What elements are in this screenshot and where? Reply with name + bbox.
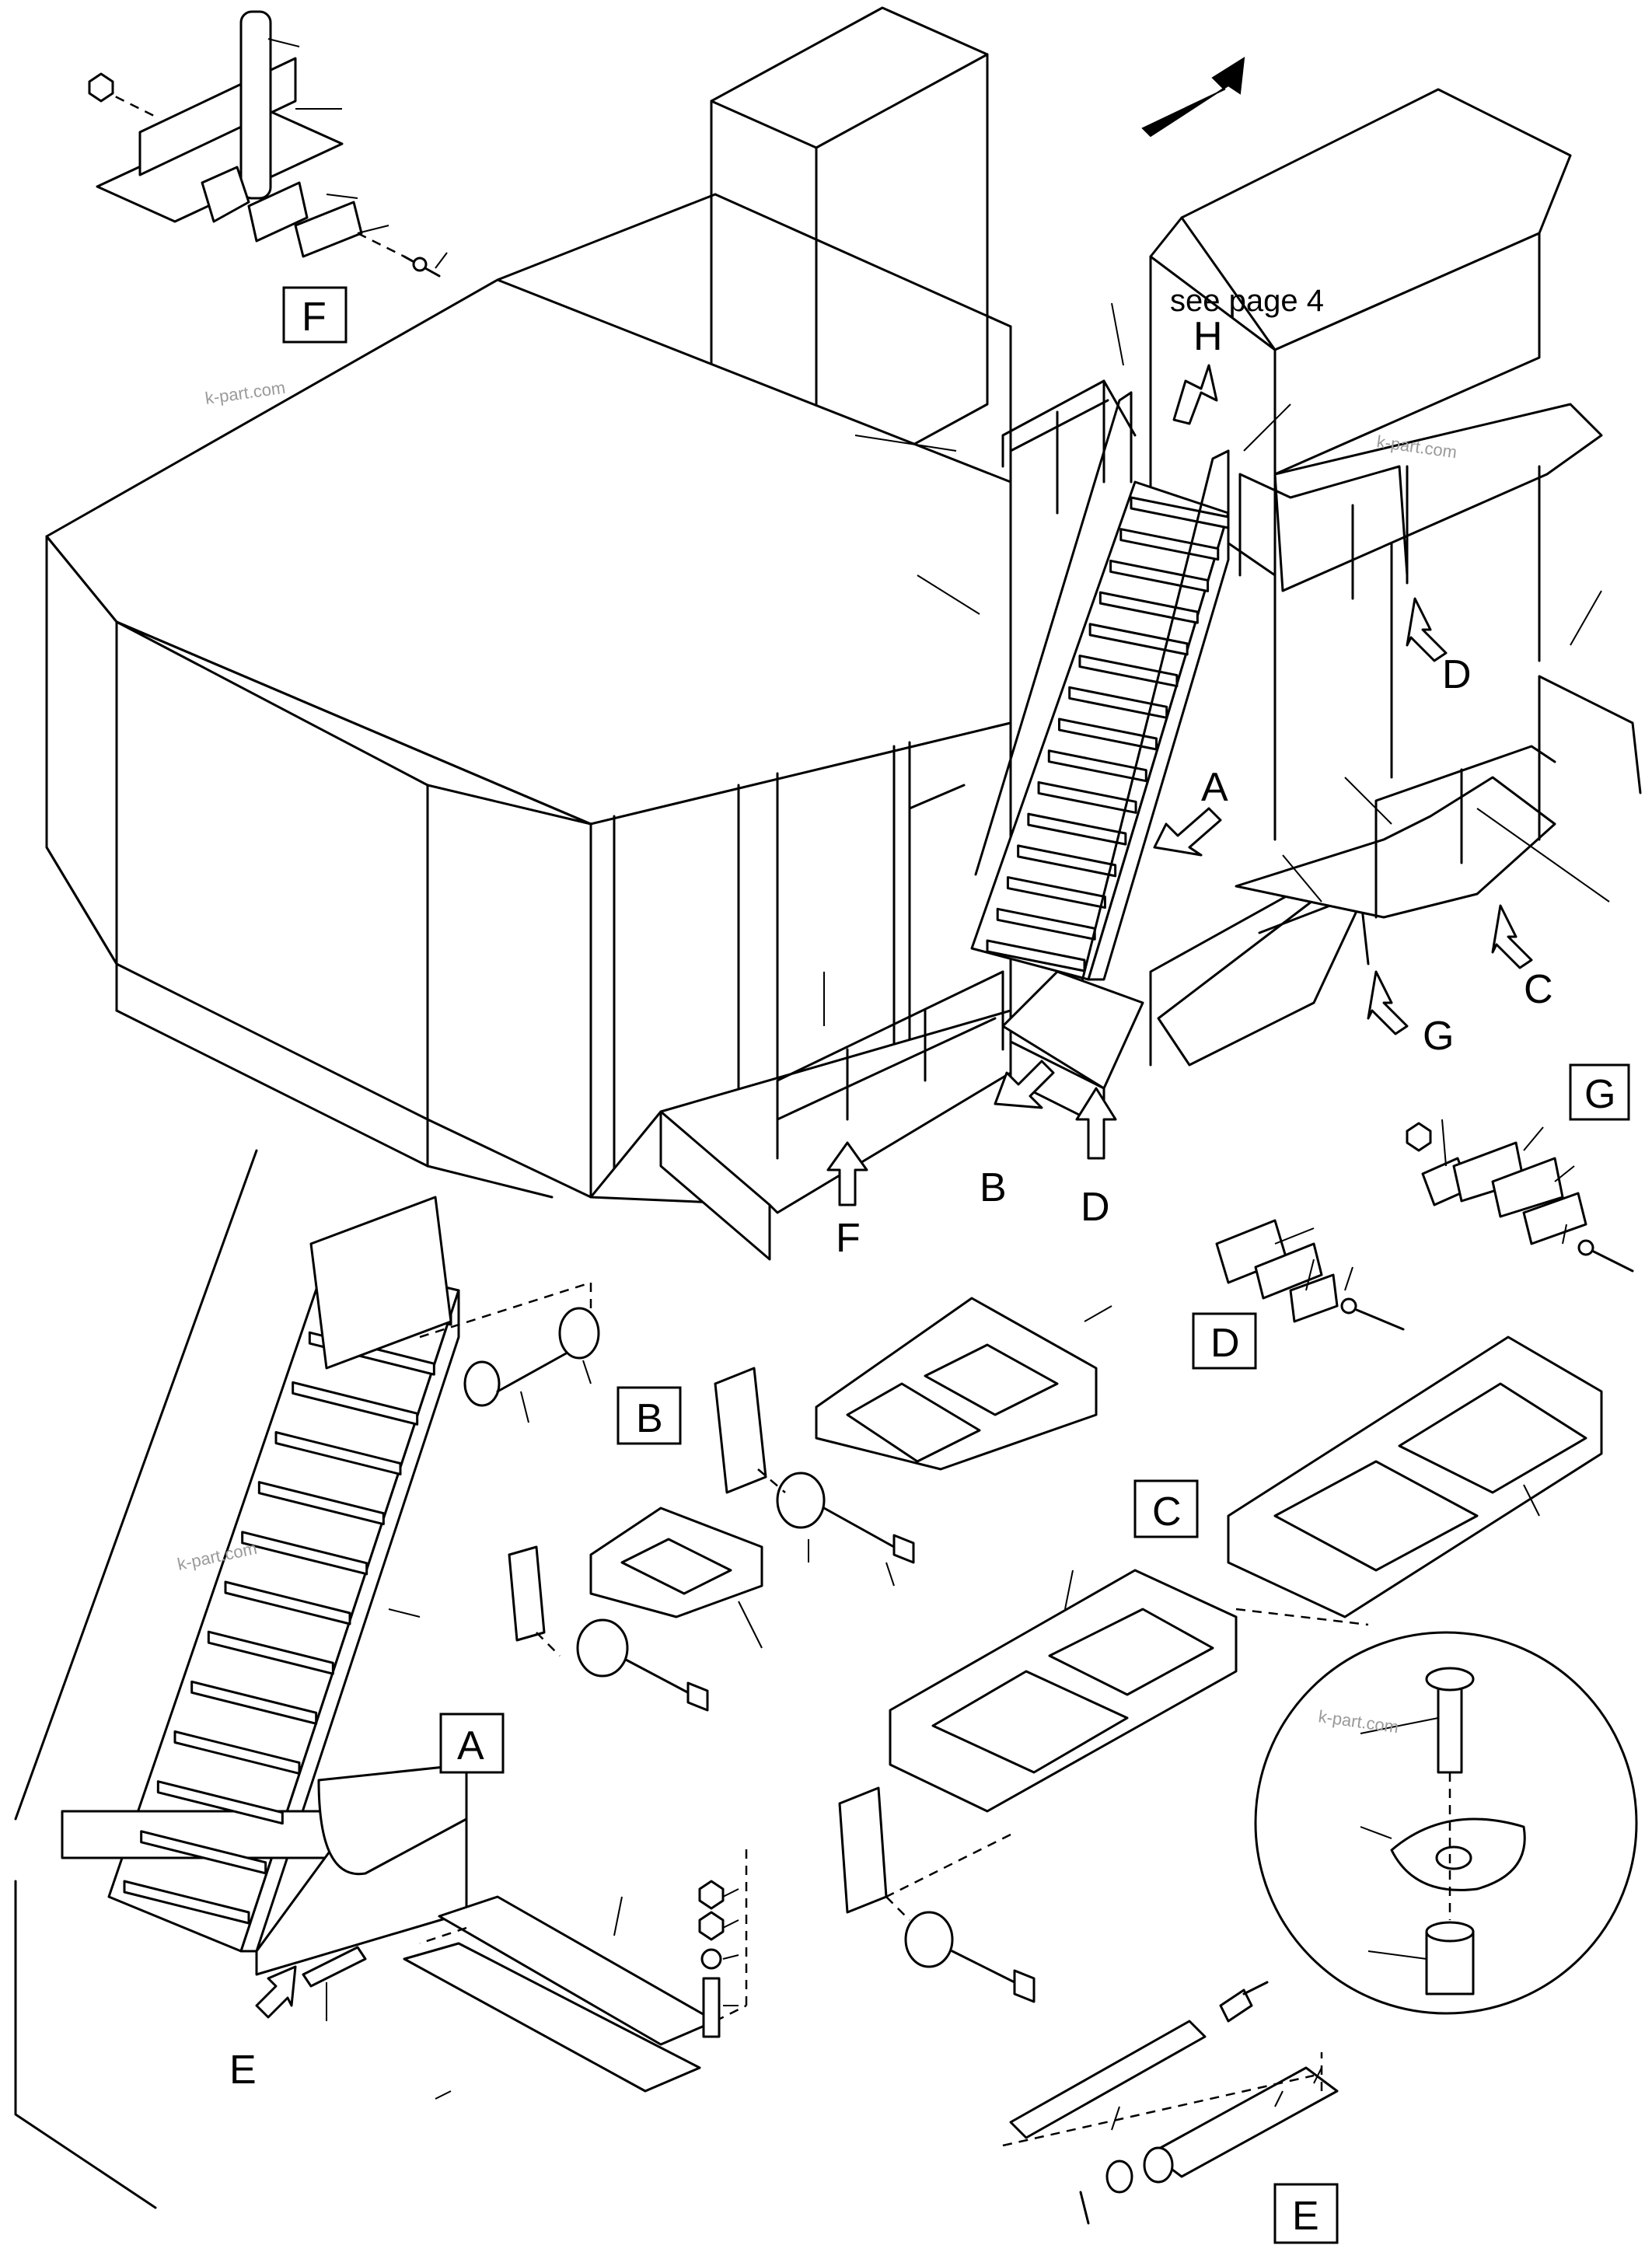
view-arrow-b-icon: [994, 1060, 1055, 1109]
detail-box-a: A: [439, 1713, 505, 1774]
view-arrow-f-icon: [826, 1141, 868, 1206]
view-arrow-e-icon: [255, 1965, 297, 2019]
view-label-d-lower: D: [1081, 1185, 1110, 1230]
stair-tread: [1088, 623, 1189, 656]
stair-tread: [292, 1381, 419, 1426]
stair-tread: [190, 1680, 318, 1725]
operator-cab: [1149, 88, 1603, 841]
floor-plates: [403, 1842, 748, 2100]
stair-tread: [173, 1730, 301, 1775]
stair-tread: [156, 1780, 284, 1825]
stair-tread: [274, 1431, 402, 1475]
stair-tread: [1027, 812, 1127, 846]
view-arrow-d-lower-icon: [1075, 1087, 1117, 1160]
detail-e-parts: [302, 1946, 1339, 2225]
detail-box-f: F: [282, 286, 348, 344]
leader-lines: [823, 302, 1610, 1026]
detail-b-parts: [508, 1297, 1112, 1712]
view-label-e: E: [229, 2048, 257, 2093]
machine-house: [45, 6, 1012, 1261]
stair-tread: [140, 1830, 267, 1875]
view-label-c: C: [1524, 967, 1553, 1012]
circle-detail-inset: [1254, 1631, 1638, 2015]
stair-tread: [1078, 655, 1179, 688]
stair-tread: [1017, 844, 1117, 878]
view-label-d-upper: D: [1442, 652, 1472, 697]
view-label-g: G: [1423, 1014, 1454, 1059]
svg-text:B: B: [636, 1396, 663, 1441]
view-arrow-h-icon: [1172, 364, 1218, 425]
stair-tread: [1037, 780, 1137, 814]
lower-platforms: [776, 675, 1642, 1160]
svg-text:E: E: [1292, 2194, 1319, 2239]
stair-tread: [1119, 528, 1220, 561]
main-stair: [970, 391, 1230, 1004]
view-arrow-a-icon: [1153, 807, 1222, 857]
direction-letter: F: [1065, 0, 1090, 8]
detail-box-e: E: [1273, 2183, 1339, 2244]
stair-tread: [123, 1880, 250, 1925]
watermark: k-part.com: [204, 378, 286, 408]
stair-tread: [241, 1531, 368, 1576]
view-arrow-c-icon: [1491, 904, 1533, 969]
detail-box-b: B: [616, 1386, 682, 1445]
svg-text:D: D: [1210, 1321, 1240, 1366]
stair-tread: [1006, 876, 1106, 910]
stair-tread: [257, 1481, 385, 1526]
detail-box-d: D: [1192, 1312, 1257, 1370]
forward-arrow-icon: [1141, 57, 1245, 138]
stair-tread: [1068, 686, 1168, 719]
svg-text:F: F: [302, 295, 327, 340]
view-label-h: H: [1193, 314, 1223, 359]
stair-tread: [996, 907, 1096, 941]
detail-box-c: C: [1133, 1479, 1199, 1538]
reference-note: see page 4: [1170, 284, 1324, 318]
view-arrow-g-icon: [1367, 970, 1409, 1035]
svg-text:A: A: [457, 1723, 484, 1768]
stair-tread: [224, 1580, 351, 1625]
view-arrow-d-upper-icon: [1406, 597, 1448, 662]
detail-c-parts: [838, 1335, 1603, 2003]
detail-a-stair: [14, 1149, 600, 2209]
detail-box-g: G: [1569, 1063, 1630, 1121]
view-label-f: F: [836, 1216, 861, 1261]
svg-text:G: G: [1584, 1072, 1615, 1117]
front-direction-indicator: F: [1065, 0, 1245, 138]
stair-tread: [1047, 749, 1147, 783]
view-label-b: B: [980, 1165, 1007, 1210]
stair-tread: [1058, 718, 1158, 751]
view-label-a: A: [1201, 765, 1228, 810]
stair-tread: [207, 1630, 334, 1675]
detail-f-parts: [88, 10, 448, 278]
view-arrows: [255, 364, 1533, 2019]
callout-labels: see page 4 H A B D D C G F E F G D B C: [229, 284, 1630, 2244]
upper-railing: [1001, 379, 1409, 600]
detail-g-parts: [1406, 1119, 1634, 1273]
stair-tread: [1109, 559, 1210, 592]
detail-d-parts: [1215, 1219, 1405, 1331]
svg-text:C: C: [1152, 1489, 1182, 1535]
